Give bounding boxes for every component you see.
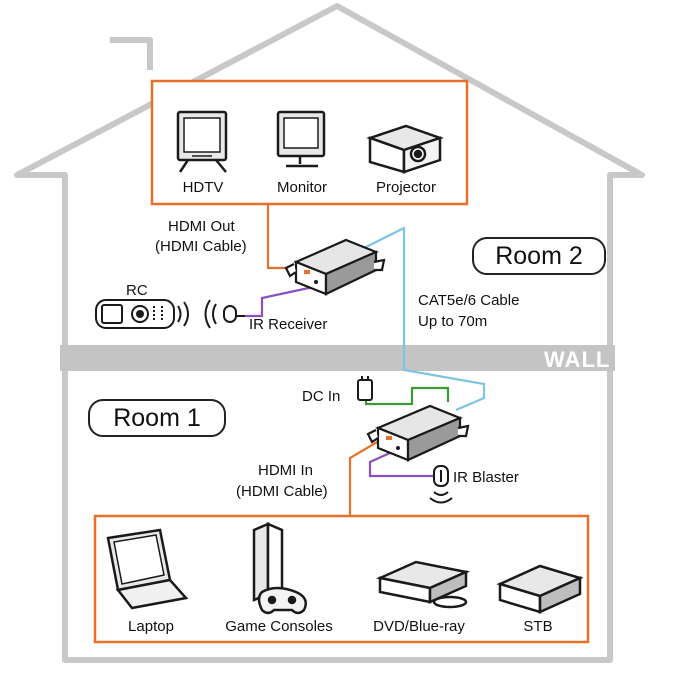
hdmi-in-label: HDMI In [258, 462, 314, 479]
cables [245, 204, 486, 516]
projector-label: Projector [375, 179, 437, 196]
ir-blaster-label: IR Blaster [453, 469, 519, 486]
hdtv-icon [176, 110, 228, 173]
hdmi-out-cable [266, 204, 305, 270]
ir-receiver-label: IR Receiver [249, 316, 328, 333]
receiver-unit-icon [284, 238, 386, 296]
cat-range-label: Up to 70m [418, 313, 488, 330]
dvd-player-icon [375, 560, 471, 609]
set-top-box-icon [496, 564, 584, 614]
dc-in-label: DC In [302, 388, 341, 405]
wall-band [60, 345, 615, 371]
house-inner [110, 37, 153, 70]
cat-cable-label: CAT5e/6 Cable [418, 292, 520, 309]
dvd-bluray-label: DVD/Blue-ray [373, 618, 465, 635]
cat-cable [359, 226, 486, 412]
projector-icon [366, 124, 444, 174]
hdmi-out-cable-label: (HDMI Cable) [155, 238, 247, 255]
monitor-icon [276, 110, 326, 168]
wall-label: WALL [544, 347, 611, 372]
rc-label: RC [126, 282, 148, 299]
game-consoles-label: Game Consoles [225, 618, 333, 635]
hdmi-out-label: HDMI Out [168, 218, 235, 235]
house-outline [14, 3, 645, 663]
ir-receiver-icon [204, 299, 245, 329]
source-group-box [93, 514, 590, 644]
ir-blaster-icon [429, 465, 453, 504]
hdtv-label: HDTV [182, 179, 224, 196]
power-adapter-icon [357, 376, 373, 401]
ir-receiver-cable [245, 284, 319, 318]
dc-cable [364, 386, 450, 406]
monitor-label: Monitor [276, 179, 328, 196]
room-2-label: Room 2 [472, 237, 606, 275]
stb-label: STB [523, 618, 553, 635]
laptop-icon [106, 528, 189, 610]
laptop-label: Laptop [128, 618, 174, 635]
remote-control-icon [95, 299, 189, 329]
game-console-icon [252, 522, 307, 615]
transmitter-unit-icon [366, 404, 470, 462]
room-1-label: Room 1 [88, 399, 226, 437]
ir-blaster-cable [368, 450, 434, 478]
hdmi-in-cable [348, 437, 385, 516]
hdmi-in-cable-label: (HDMI Cable) [236, 483, 328, 500]
